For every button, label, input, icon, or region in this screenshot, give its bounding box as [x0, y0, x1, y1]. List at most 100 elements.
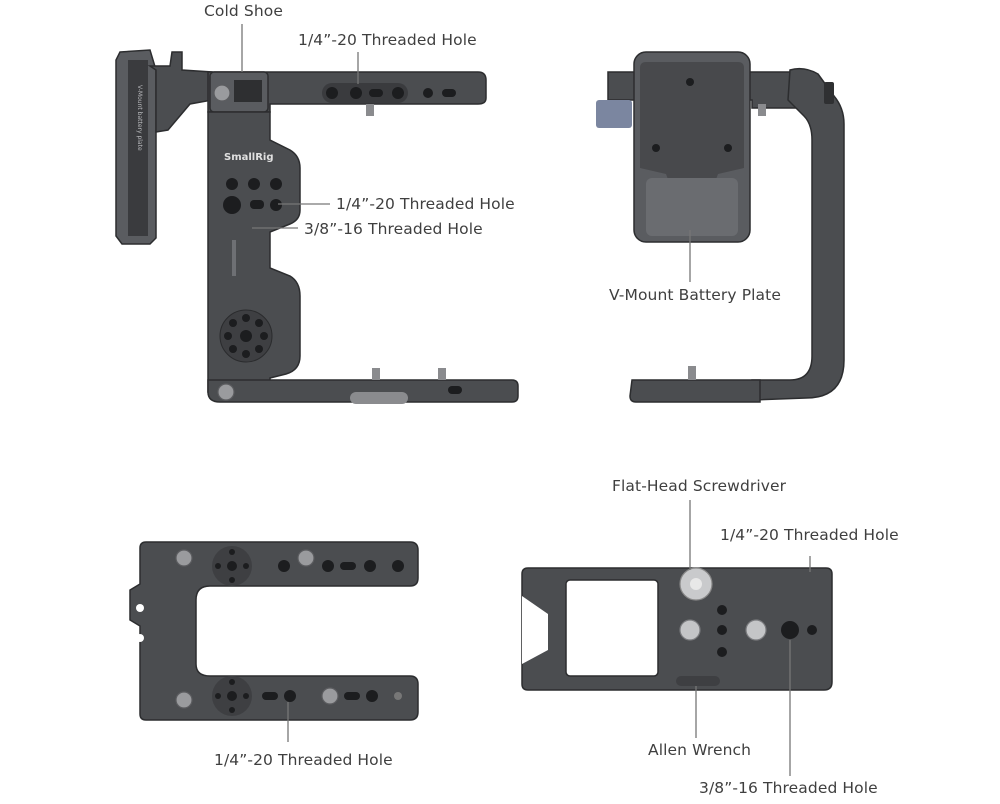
vmount-plate-lower — [646, 178, 738, 236]
rosette-center-hole — [227, 691, 237, 701]
vmount-hole — [724, 144, 732, 152]
side-hole — [270, 199, 282, 211]
rear-top-pin — [758, 104, 766, 116]
bottom-screw-pin — [372, 368, 380, 380]
cage-rear-view — [596, 51, 845, 403]
label-right-threaded-hole: 1/4”-20 Threaded Hole — [720, 526, 899, 544]
u-plate-body — [129, 541, 419, 721]
rosette-hole — [229, 707, 235, 713]
u-plate-hole — [364, 560, 376, 572]
bottom-knob — [350, 392, 408, 404]
rosette-hole — [260, 332, 268, 340]
cold-shoe-slot — [234, 80, 262, 102]
plate-bracket — [147, 51, 213, 133]
rosette-hole — [229, 577, 235, 583]
top-slot — [369, 89, 383, 97]
leader-lines — [241, 24, 811, 776]
rosette-hole — [229, 345, 237, 353]
tool-plate-hole — [717, 625, 727, 635]
label-side-threaded-hole-38: 3/8”-16 Threaded Hole — [304, 220, 483, 238]
side-groove — [232, 240, 236, 276]
bottom-slot — [448, 386, 462, 394]
tool-plate-hole — [717, 647, 727, 657]
rear-bottom-pin — [688, 366, 696, 380]
rear-side-clamp — [596, 100, 632, 128]
label-side-threaded-hole: 1/4”-20 Threaded Hole — [336, 195, 515, 213]
side-hole — [270, 178, 282, 190]
top-hole — [326, 87, 338, 99]
bottom-screw — [217, 383, 235, 401]
label-flat-head-screwdriver: Flat-Head Screwdriver — [612, 477, 787, 495]
u-plate-side-hole — [136, 604, 144, 612]
rosette-hole — [243, 563, 249, 569]
rear-handle-slot — [824, 82, 834, 104]
rosette-hole — [229, 679, 235, 685]
rear-curved-handle — [751, 67, 845, 401]
vmount-plate-wedge — [640, 62, 744, 190]
vmount-hole — [686, 78, 694, 86]
label-allen-wrench: Allen Wrench — [648, 741, 752, 759]
u-plate-hole — [366, 690, 378, 702]
u-plate-screw — [175, 549, 193, 567]
u-plate-slot — [262, 692, 278, 700]
rosette-hole — [243, 693, 249, 699]
u-plate-hole — [392, 560, 404, 572]
label-vmount-battery-plate: V-Mount Battery Plate — [609, 286, 781, 304]
battery-plate-engraving: V-Mount battery plate — [136, 85, 143, 151]
label-bottom-left-threaded-hole: 1/4”-20 Threaded Hole — [214, 751, 393, 769]
u-plate-hole — [284, 690, 296, 702]
label-cold-shoe: Cold Shoe — [204, 2, 283, 20]
u-plate-hole — [322, 560, 334, 572]
u-plate-side-hole — [136, 634, 144, 642]
top-hole — [423, 88, 433, 98]
u-plate-view — [129, 541, 419, 721]
cage-side-view: V-Mount battery plate SmallRig — [115, 49, 519, 404]
rosette-hole — [242, 350, 250, 358]
tool-plate-view — [521, 567, 833, 691]
tool-plate-screw — [745, 619, 767, 641]
u-plate-screw — [321, 687, 339, 705]
tool-plate-screw — [679, 619, 701, 641]
side-slot — [250, 200, 264, 209]
u-plate-marker — [394, 692, 402, 700]
battery-plate-face — [128, 60, 148, 236]
top-hole — [350, 87, 362, 99]
side-hole — [226, 178, 238, 190]
rosette-hole — [229, 319, 237, 327]
label-bottom-right-threaded-hole-38: 3/8”-16 Threaded Hole — [699, 779, 878, 797]
u-plate-slot — [344, 692, 360, 700]
rear-bottom-arm — [629, 379, 761, 403]
top-screw-pin — [366, 104, 374, 116]
rosette-hole — [215, 563, 221, 569]
bottom-arm — [207, 379, 519, 403]
rosette-hole — [215, 693, 221, 699]
tool-plate-notch — [522, 596, 548, 664]
rosette-hole — [224, 332, 232, 340]
rosette-hole — [242, 314, 250, 322]
rosette-hole — [229, 549, 235, 555]
u-plate-slot — [340, 562, 356, 570]
rosette-center-hole — [240, 330, 252, 342]
screwdriver-center — [690, 578, 702, 590]
bottom-screw-pin — [438, 368, 446, 380]
side-hole — [248, 178, 260, 190]
cold-shoe-screw — [213, 84, 231, 102]
label-top-threaded-hole: 1/4”-20 Threaded Hole — [298, 31, 477, 49]
u-plate-screw — [297, 549, 315, 567]
top-slot — [442, 89, 456, 97]
vmount-hole — [652, 144, 660, 152]
u-plate-hole — [278, 560, 290, 572]
rosette-center-hole — [227, 561, 237, 571]
rosette-hole — [255, 345, 263, 353]
top-arm-recess — [322, 83, 408, 103]
rosette-hole — [255, 319, 263, 327]
tool-plate-hole — [807, 625, 817, 635]
u-plate-screw — [175, 691, 193, 709]
top-hole — [392, 87, 404, 99]
brand-logo: SmallRig — [224, 152, 274, 163]
tool-plate-hole — [717, 605, 727, 615]
tool-plate-cutout — [565, 579, 659, 677]
side-hole-38 — [223, 196, 241, 214]
